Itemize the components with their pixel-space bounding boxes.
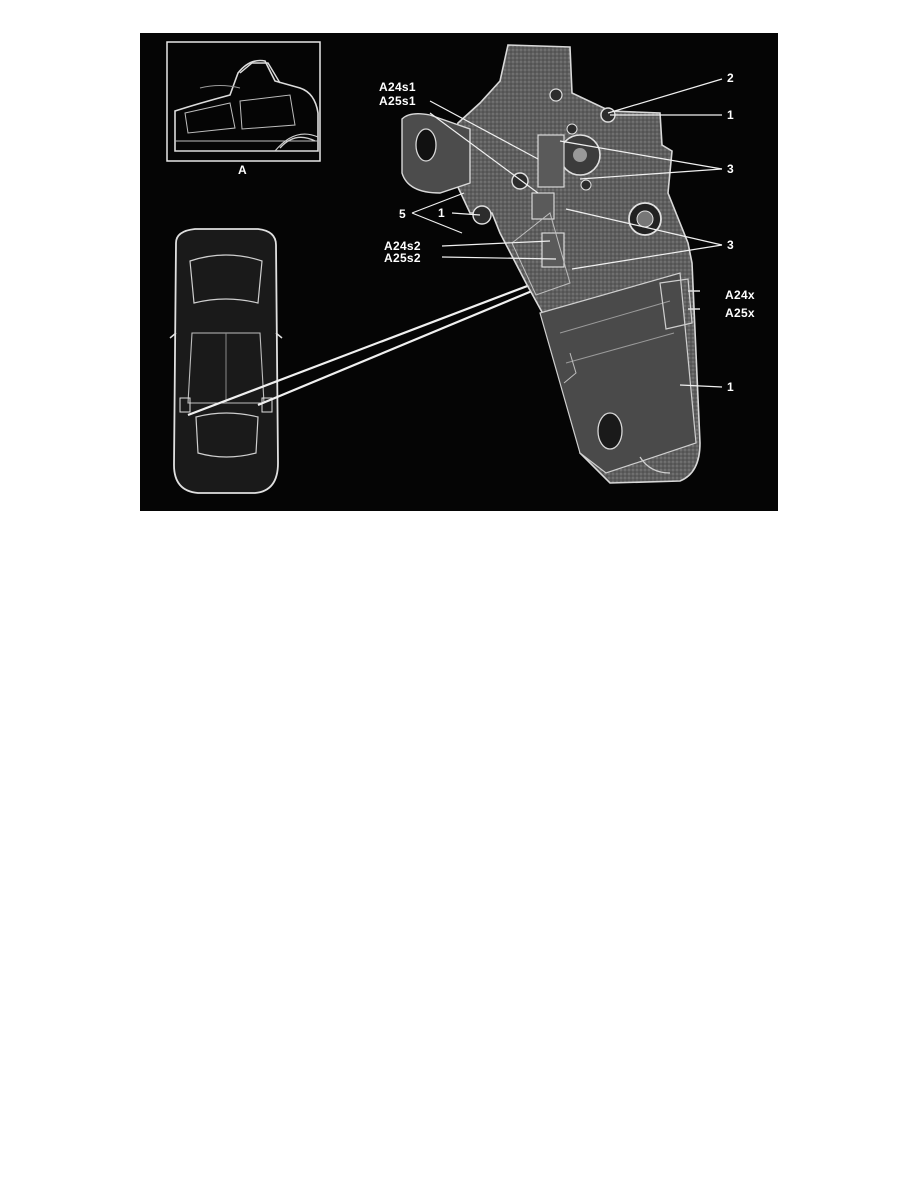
callout-3-upper: 3 — [727, 162, 734, 176]
callout-a24x: A24x — [725, 288, 755, 302]
callout-a24s2: A24s2 — [384, 239, 421, 253]
callout-2: 2 — [727, 71, 734, 85]
callout-1-bottom: 1 — [727, 380, 734, 394]
lock-mechanism-detail — [401, 44, 701, 484]
leader-lines — [411, 78, 723, 388]
callout-5: 5 — [399, 207, 406, 221]
callout-a25s1: A25s1 — [379, 94, 416, 108]
pointer-lines — [187, 283, 533, 417]
figure-illustration — [166, 41, 723, 494]
callout-1-left: 1 — [438, 206, 445, 220]
callout-a24s1: A24s1 — [379, 80, 416, 94]
callout-3-lower: 3 — [727, 238, 734, 252]
inset-a-label: A — [238, 163, 247, 177]
car-top-view — [169, 228, 283, 494]
inset-a-side-view — [166, 41, 321, 162]
callout-1-top: 1 — [727, 108, 734, 122]
callout-a25s2: A25s2 — [384, 251, 421, 265]
callout-a25x: A25x — [725, 306, 755, 320]
component-location-figure: A A24s1 A25s1 2 1 3 3 5 1 A24s2 A25s2 A2… — [140, 33, 778, 511]
